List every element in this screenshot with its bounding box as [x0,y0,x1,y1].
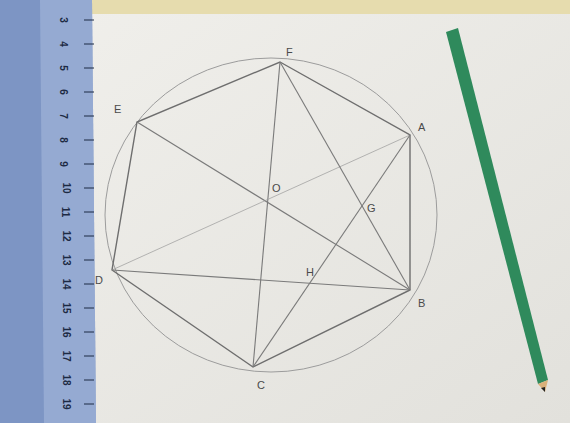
point-label: C [257,380,265,391]
ruler-ticks [84,20,94,404]
ruler-number: 14 [61,278,71,289]
diagonals [112,62,410,367]
point-label: G [367,203,376,214]
ruler-number: 6 [58,89,68,95]
point-label: O [272,183,281,194]
ruler-number: 9 [58,161,68,167]
ruler-number: 15 [61,302,71,313]
point-label: E [114,104,121,115]
hexagon [112,62,410,367]
ruler-number: 10 [61,182,71,193]
ruler-number: 4 [58,41,68,47]
ruler-number: 11 [60,207,70,218]
ruler-number: 5 [58,65,68,71]
point-label: D [95,275,103,286]
pencil [446,28,548,392]
ruler-number: 8 [58,137,68,143]
ruler [0,0,96,423]
ruler-number: 12 [61,230,71,241]
point-label: B [418,298,425,309]
circle [105,58,437,372]
ruler-number: 13 [61,254,71,265]
point-label: H [306,267,314,278]
ruler-number: 3 [58,17,68,23]
point-label: A [418,122,425,133]
ruler-number: 7 [58,113,68,119]
point-label: F [286,47,293,58]
ruler-number: 18 [61,374,71,385]
ruler-number: 16 [61,326,71,337]
ruler-face [40,0,96,423]
ruler-number: 19 [61,398,71,409]
ruler-number: 17 [61,350,71,361]
